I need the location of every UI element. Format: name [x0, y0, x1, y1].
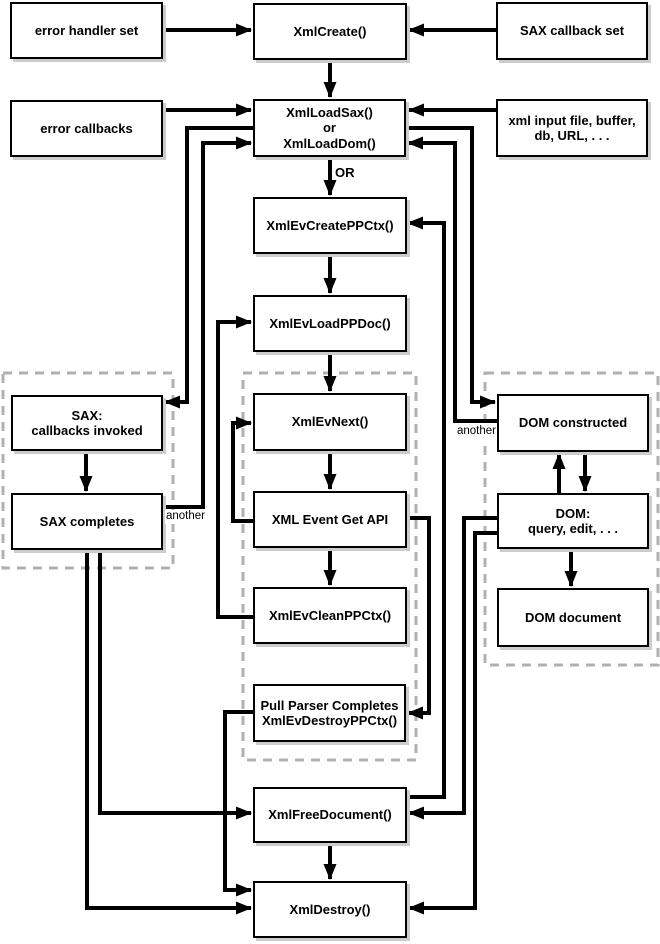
label-another-sax: another [165, 510, 207, 524]
node-error-handler-set: error handler set [10, 2, 163, 59]
label-or: OR [335, 165, 355, 180]
node-xml-ev-next: XmlEvNext() [253, 393, 407, 451]
node-xml-ev-clean-ppctx: XmlEvCleanPPCtx() [253, 587, 407, 644]
label-another-dom: another [456, 425, 498, 439]
node-dom-document: DOM document [497, 588, 649, 647]
node-dom-constructed: DOM constructed [497, 394, 649, 452]
node-sax-callback-set: SAX callback set [496, 2, 648, 60]
arrow-load-to-domconstructed [406, 126, 496, 409]
arrow-domconstructed-another-to-load [407, 136, 497, 423]
arrow-pullparser-to-destroy [223, 710, 253, 897]
node-xml-ev-create-ppctx: XmlEvCreatePPCtx() [253, 197, 407, 254]
node-dom-query-edit: DOM: query, edit, . . . [497, 493, 649, 549]
arrow-evget-to-evnext [231, 416, 253, 523]
node-xml-create: XmlCreate() [253, 3, 407, 60]
arrow-free-to-evcreate [406, 216, 446, 799]
arrow-domquery-to-free [408, 516, 497, 820]
arrow-load-to-saxinvoked [164, 126, 253, 409]
arrow-evget-to-pullparser [406, 516, 431, 720]
arrow-saxcompletes-another-to-load [163, 136, 252, 509]
node-sax-completes: SAX completes [11, 493, 163, 550]
arrow-saxcompletes-to-free [98, 550, 252, 820]
node-xml-ev-load-ppdoc: XmlEvLoadPPDoc() [253, 295, 407, 352]
node-xml-free-document: XmlFreeDocument() [253, 787, 407, 843]
arrow-evclean-to-evload [216, 315, 253, 619]
node-xml-load-sax-or-dom: XmlLoadSax() or XmlLoadDom() [253, 99, 406, 157]
node-error-callbacks: error callbacks [10, 100, 163, 157]
node-sax-callbacks-invoked: SAX: callbacks invoked [11, 395, 163, 451]
node-pull-parser-completes: Pull Parser Completes XmlEvDestroyPPCtx(… [253, 684, 406, 742]
arrow-domquery-to-destroy [408, 531, 497, 915]
node-xml-event-get-api: XML Event Get API [253, 491, 407, 548]
node-xml-input-source: xml input file, buffer, db, URL, . . . [496, 99, 648, 157]
node-xml-destroy: XmlDestroy() [253, 881, 407, 938]
arrow-saxcompletes-to-destroy [85, 550, 252, 915]
